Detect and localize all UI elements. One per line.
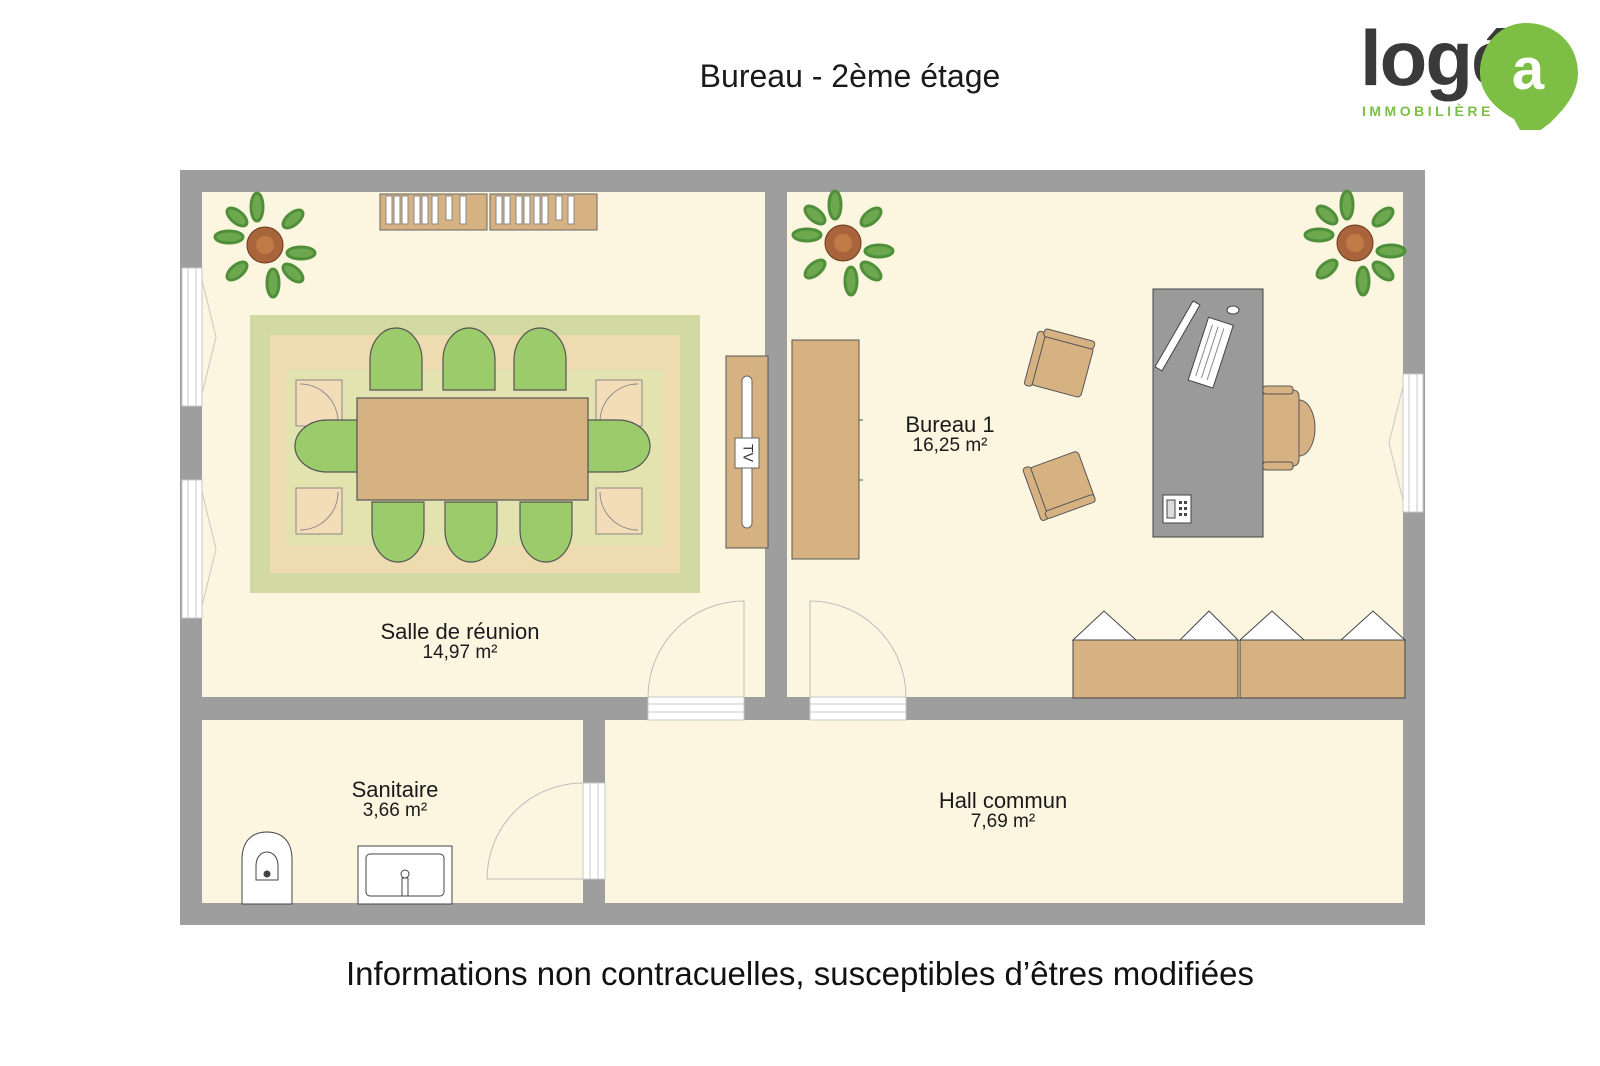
armchair-icon xyxy=(295,379,643,535)
toilet-icon xyxy=(241,831,293,905)
keyboard-icon xyxy=(1187,316,1234,389)
map-pin-icon: a xyxy=(1480,23,1578,130)
floor-hall-commun xyxy=(605,720,1403,903)
chair-icon xyxy=(1022,328,1096,521)
room-label-salle-de-reunion: Salle de réunion 14,97 m² xyxy=(380,620,539,663)
sink-icon xyxy=(357,845,453,905)
logo-mark: a xyxy=(1512,37,1545,102)
meeting-table xyxy=(356,397,589,501)
cabinet xyxy=(791,339,860,560)
storage-cabinet xyxy=(1071,610,1407,699)
desk xyxy=(1152,288,1264,538)
window-left-top xyxy=(181,267,217,407)
plant-icon xyxy=(213,189,1407,299)
tv-label: TV xyxy=(740,444,756,463)
room-area: 14,97 m² xyxy=(422,642,498,664)
tv-unit: TV xyxy=(725,355,769,549)
window-right xyxy=(1388,373,1424,513)
door-bureau-1 xyxy=(809,600,907,721)
room-area: 3,66 m² xyxy=(362,800,428,822)
room-name: Salle de réunion xyxy=(380,619,540,644)
door-sanitaire xyxy=(486,782,606,880)
phone-icon xyxy=(1162,494,1192,524)
room-label-hall-commun: Hall commun 7,69 m² xyxy=(939,789,1067,832)
office-chair-icon xyxy=(1262,385,1316,471)
monitor-icon xyxy=(1154,300,1201,372)
room-name: Sanitaire xyxy=(351,777,439,802)
room-name: Bureau 1 xyxy=(905,412,995,437)
bookshelf-icon xyxy=(379,193,598,231)
chair-icon xyxy=(294,327,651,563)
room-label-bureau-1: Bureau 1 16,25 m² xyxy=(905,413,994,456)
disclaimer: Informations non contracuelles, suscepti… xyxy=(346,955,1254,992)
room-area: 7,69 m² xyxy=(970,811,1036,833)
window-left-bottom xyxy=(181,479,217,619)
room-label-sanitaire: Sanitaire 3,66 m² xyxy=(352,778,439,821)
room-name: Hall commun xyxy=(938,788,1068,813)
room-area: 16,25 m² xyxy=(912,435,988,457)
page-title: Bureau - 2ème étage xyxy=(699,58,1001,94)
logo-tagline: IMMOBILIÈRE xyxy=(1362,103,1494,119)
mouse-icon xyxy=(1226,305,1240,315)
company-logo: logé a IMMOBILIÈRE xyxy=(1350,15,1590,130)
door-salle-de-reunion xyxy=(647,600,745,721)
